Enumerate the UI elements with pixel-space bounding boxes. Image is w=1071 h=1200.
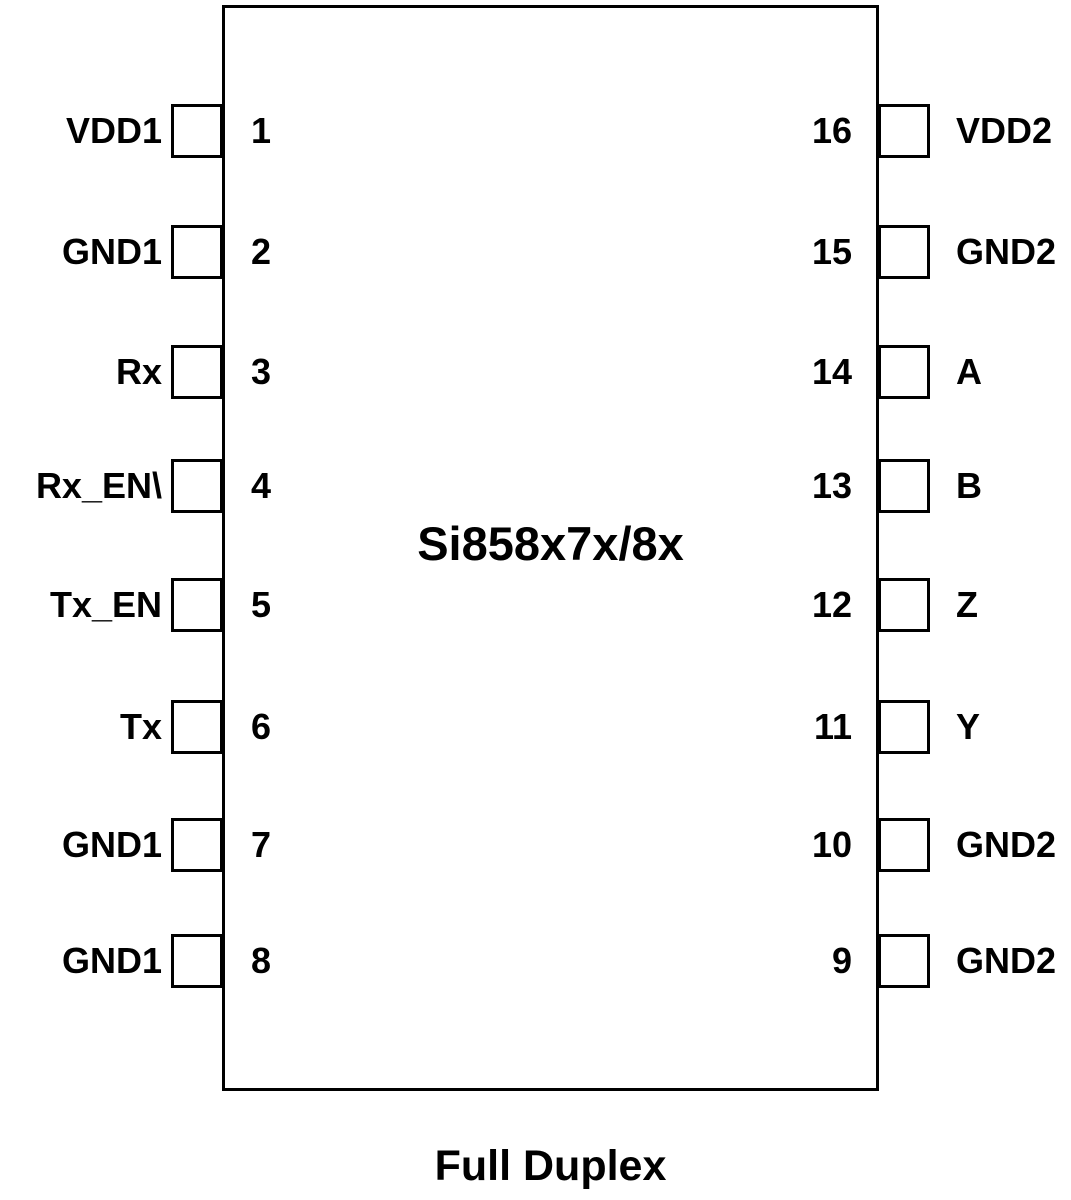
pin-row-4: Rx_EN\ 4 (0, 459, 271, 513)
pin-row-12: 12 Z (790, 578, 978, 632)
pin-row-1: VDD1 1 (0, 104, 271, 158)
pin-box (171, 700, 223, 754)
pin-row-9: 9 GND2 (790, 934, 1056, 988)
pin-row-10: 10 GND2 (790, 818, 1056, 872)
pin-row-14: 14 A (790, 345, 982, 399)
pin-number: 16 (811, 110, 852, 151)
pin-number: 15 (811, 231, 852, 272)
pin-number: 12 (811, 584, 852, 625)
pin-row-11: 11 Y (790, 700, 980, 754)
pin-row-2: GND1 2 (0, 225, 271, 279)
pin-number: 6 (251, 706, 272, 747)
pin-box (171, 578, 223, 632)
pin-number: 14 (811, 351, 852, 392)
pin-row-6: Tx 6 (0, 700, 271, 754)
pin-row-16: 16 VDD2 (790, 104, 1052, 158)
pin-box (878, 459, 930, 513)
pin-row-13: 13 B (790, 459, 982, 513)
pin-label: Tx (119, 706, 162, 747)
pin-box (878, 700, 930, 754)
pin-box (878, 818, 930, 872)
pin-row-8: GND1 8 (0, 934, 271, 988)
pin-number: 2 (251, 231, 272, 272)
pin-number: 10 (811, 824, 852, 865)
pin-box (878, 225, 930, 279)
pin-number: 4 (251, 465, 272, 506)
pin-row-3: Rx 3 (0, 345, 271, 399)
chip-title: Si858x7x/8x (417, 517, 684, 570)
pin-box (171, 459, 223, 513)
pin-box (878, 104, 930, 158)
pin-row-15: 15 GND2 (790, 225, 1056, 279)
pin-number: 13 (811, 465, 852, 506)
pin-box (171, 818, 223, 872)
pin-label: Y (956, 706, 981, 747)
pin-box (171, 345, 223, 399)
pin-label: Z (956, 584, 978, 625)
pin-label: VDD1 (65, 110, 162, 151)
pin-number: 7 (251, 824, 272, 865)
pin-label: GND2 (956, 940, 1057, 981)
pin-label: Rx (115, 351, 162, 392)
pin-label: GND1 (61, 231, 162, 272)
pin-label: GND1 (61, 824, 162, 865)
pin-row-7: GND1 7 (0, 818, 271, 872)
pin-box (878, 345, 930, 399)
pin-label: Tx_EN (49, 584, 162, 625)
pin-number: 9 (831, 940, 852, 981)
pin-box (171, 225, 223, 279)
pin-label: GND2 (956, 231, 1057, 272)
pin-label: A (956, 351, 982, 392)
diagram-caption: Full Duplex (434, 1142, 667, 1190)
pin-number: 11 (813, 706, 852, 747)
pin-label: B (956, 465, 982, 506)
pin-number: 3 (251, 351, 272, 392)
pin-box (878, 578, 930, 632)
pin-row-5: Tx_EN 5 (0, 578, 271, 632)
pin-label: GND1 (61, 940, 162, 981)
pin-box (171, 104, 223, 158)
pin-label: VDD2 (956, 110, 1053, 151)
pin-label: Rx_EN\ (35, 465, 162, 506)
pin-box (171, 934, 223, 988)
pin-number: 5 (251, 584, 272, 625)
pin-number: 1 (251, 110, 272, 151)
pin-label: GND2 (956, 824, 1057, 865)
pin-box (878, 934, 930, 988)
pin-number: 8 (251, 940, 272, 981)
chip-outline: Si858x7x/8x (222, 5, 879, 1091)
